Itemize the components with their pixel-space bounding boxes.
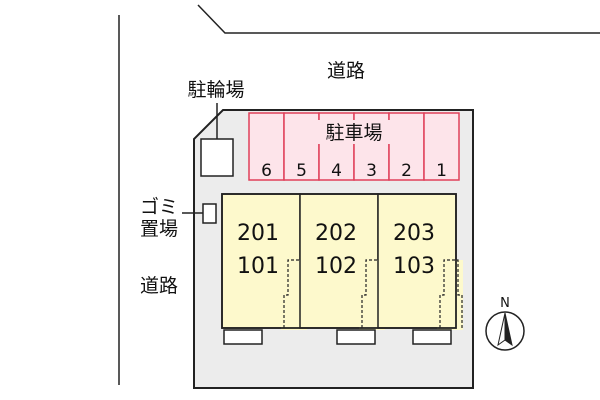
porch-step: [223, 329, 263, 345]
north-label: N: [500, 296, 510, 311]
garbage-area: [202, 203, 217, 224]
parking-space-number: 5: [296, 161, 307, 181]
porch-step: [336, 329, 376, 345]
parking-label-bg: [318, 120, 392, 144]
bike-parking-label: 駐輪場: [187, 79, 244, 101]
bike-parking-area: [200, 138, 234, 177]
parking-space-number: 3: [366, 161, 377, 181]
unit-number-lower: 103: [393, 254, 435, 279]
parking-area: 6 5 4 3 2 1: [248, 112, 460, 181]
unit-number-upper: 201: [237, 221, 279, 246]
unit-number-lower: 102: [315, 254, 357, 279]
building: 201 101 202 102 203 103: [221, 193, 463, 345]
parking-space-number: 6: [261, 161, 272, 181]
parking-label: 駐車場: [325, 122, 382, 144]
parking-space-number: 1: [436, 161, 447, 181]
parking-space: [388, 112, 425, 181]
building-outline: [221, 193, 457, 329]
unit-number-upper: 203: [393, 221, 435, 246]
garbage-label-line2: 置場: [140, 218, 178, 240]
road-label-top: 道路: [327, 60, 365, 82]
unit-number-lower: 101: [237, 254, 279, 279]
north-arrow-needle-right: [504, 312, 513, 347]
parking-space: [248, 112, 285, 181]
garbage-label-line1: ゴミ: [140, 196, 178, 218]
parking-space-number: 2: [401, 161, 412, 181]
unit-number-upper: 202: [315, 221, 357, 246]
porch-step: [412, 329, 452, 345]
road-label-left: 道路: [140, 275, 178, 297]
north-arrow: N: [485, 296, 525, 351]
road-edge-top: [197, 4, 600, 34]
parking-space-number: 4: [331, 161, 342, 181]
parking-space: [423, 112, 460, 181]
